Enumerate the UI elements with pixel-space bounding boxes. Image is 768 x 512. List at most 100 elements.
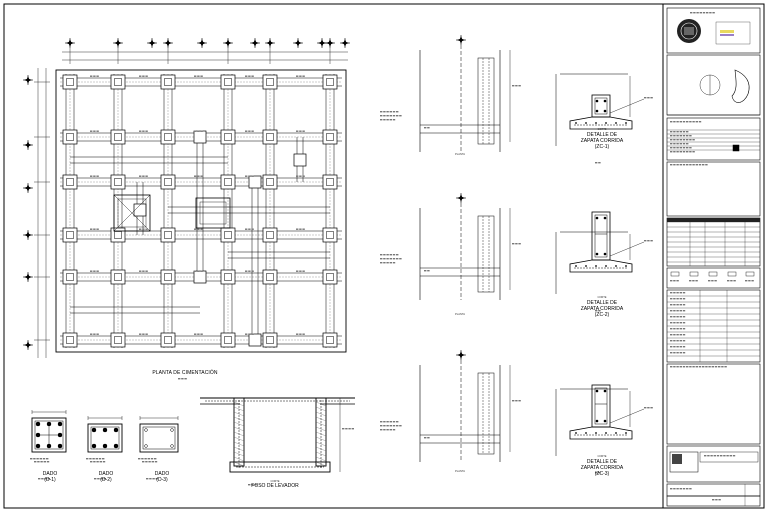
tb-notes-lower xyxy=(666,363,761,445)
annotation-scribble xyxy=(380,115,402,117)
annotation-mark xyxy=(714,366,718,368)
annotation-mark xyxy=(139,333,142,335)
annotation-scribble xyxy=(512,400,521,402)
axis-marker-arrow xyxy=(148,41,156,45)
annotation-mark xyxy=(33,458,36,460)
column-core xyxy=(326,78,334,86)
rebar-bar xyxy=(113,443,119,449)
elevator-pit-plan-2 xyxy=(195,197,231,229)
column-core xyxy=(114,178,122,186)
annotation-mark xyxy=(302,75,305,77)
annotation-mark xyxy=(682,366,686,368)
annotation-mark xyxy=(676,298,679,300)
annotation-mark xyxy=(647,97,650,99)
annotation-mark xyxy=(200,75,203,77)
axis-marker-arrow xyxy=(251,41,259,45)
annotation-scribble xyxy=(139,75,148,77)
stem-bar xyxy=(595,216,599,220)
tb-sheet-row xyxy=(666,495,761,507)
grid-axis-marker-top xyxy=(65,38,75,48)
footing-beam xyxy=(477,372,495,455)
annotation-mark xyxy=(380,258,383,260)
annotation-mark xyxy=(90,175,93,177)
annotation-scribble xyxy=(245,175,254,177)
annotation-scribble xyxy=(595,472,601,474)
annotation-mark xyxy=(676,340,679,342)
annotation-mark xyxy=(93,75,96,77)
annotation-mark xyxy=(676,366,679,368)
annotation-mark xyxy=(682,298,686,300)
grid-axis-marker-top xyxy=(250,38,260,48)
annotation-mark xyxy=(686,366,689,368)
annotation-scribble xyxy=(670,280,679,282)
annotation-scribble xyxy=(86,458,105,460)
annotation-mark xyxy=(676,334,679,336)
annotation-scribble xyxy=(380,254,399,256)
column-core xyxy=(164,178,172,186)
column-core xyxy=(66,133,74,141)
annotation-mark xyxy=(682,139,686,141)
annotation-mark xyxy=(96,175,99,177)
column-core xyxy=(224,78,232,86)
wall-hatch xyxy=(233,416,245,422)
section-2-plan-label: PLANTA xyxy=(455,313,465,316)
annotation-mark xyxy=(718,366,721,368)
footing-sections xyxy=(380,35,653,474)
annotation-mark xyxy=(673,310,676,312)
footing-bar xyxy=(585,265,587,267)
annotation-mark xyxy=(676,280,679,282)
annotation-mark xyxy=(93,333,96,335)
wall-hatch xyxy=(315,446,327,452)
annotation-mark xyxy=(36,458,39,460)
annotation-mark xyxy=(351,428,354,430)
annotation-mark xyxy=(197,228,200,230)
tb-logo-secondary xyxy=(715,21,751,45)
column-core xyxy=(164,273,172,281)
annotation-mark xyxy=(689,488,692,490)
annotation-mark xyxy=(692,164,695,166)
annotation-mark xyxy=(141,458,144,460)
section-2-title-1: DETALLE DE xyxy=(586,300,618,306)
column-dado xyxy=(133,203,147,217)
annotation-mark xyxy=(386,429,389,431)
axis-marker-arrow xyxy=(24,343,32,347)
annotation-mark xyxy=(251,228,254,230)
annotation-mark xyxy=(673,121,676,123)
wall-hatch xyxy=(233,421,245,427)
annotation-scribble xyxy=(380,425,402,427)
annotation-mark xyxy=(512,400,515,402)
annotation-mark xyxy=(673,143,676,145)
wall-hatch xyxy=(233,451,245,457)
column-core xyxy=(326,273,334,281)
annotation-mark xyxy=(194,228,197,230)
annotation-scribble xyxy=(380,111,399,113)
annotation-mark xyxy=(692,280,695,282)
annotation-mark xyxy=(380,421,383,423)
annotation-mark xyxy=(296,175,299,177)
annotation-mark xyxy=(248,270,251,272)
footing-section xyxy=(569,426,633,440)
rebar-bar xyxy=(144,444,148,448)
annotation-scribble xyxy=(644,407,653,409)
annotation-mark xyxy=(392,425,396,427)
annotation-mark xyxy=(96,461,99,463)
annotation-scribble xyxy=(670,143,689,145)
column-core xyxy=(66,336,74,344)
annotation-mark xyxy=(93,130,96,132)
annotation-mark xyxy=(515,400,518,402)
annotation-mark xyxy=(245,333,248,335)
annotation-mark xyxy=(676,292,679,294)
stem-bar xyxy=(595,389,599,393)
annotation-mark xyxy=(392,119,396,121)
annotation-mark xyxy=(245,228,248,230)
annotation-mark xyxy=(708,280,711,282)
annotation-scribble xyxy=(248,484,257,486)
annotation-scribble xyxy=(670,310,686,312)
column-core xyxy=(326,178,334,186)
annotation-scribble xyxy=(704,455,736,457)
annotation-mark xyxy=(689,366,692,368)
annotation-mark xyxy=(698,164,702,166)
annotation-mark xyxy=(251,75,254,77)
annotation-mark xyxy=(152,478,155,480)
annotation-mark xyxy=(679,310,682,312)
